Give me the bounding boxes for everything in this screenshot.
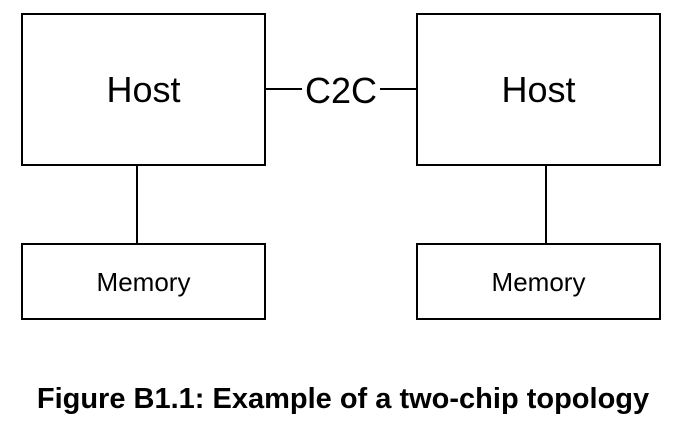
memory-label-right: Memory — [491, 266, 586, 297]
host-label-left: Host — [106, 68, 181, 110]
c2c-connector-right — [380, 88, 416, 90]
c2c-connector-left — [266, 88, 302, 90]
host-memory-connector-left — [136, 166, 138, 243]
figure-caption: Figure B1.1: Example of a two-chip topol… — [36, 383, 650, 415]
memory-box-right: Memory — [416, 243, 661, 320]
host-box-right: Host — [416, 13, 661, 166]
c2c-link-label: C2C — [302, 73, 380, 109]
host-memory-connector-right — [545, 166, 547, 243]
host-box-left: Host — [21, 13, 266, 166]
memory-label-left: Memory — [96, 266, 191, 297]
memory-box-left: Memory — [21, 243, 266, 320]
host-label-right: Host — [501, 68, 576, 110]
